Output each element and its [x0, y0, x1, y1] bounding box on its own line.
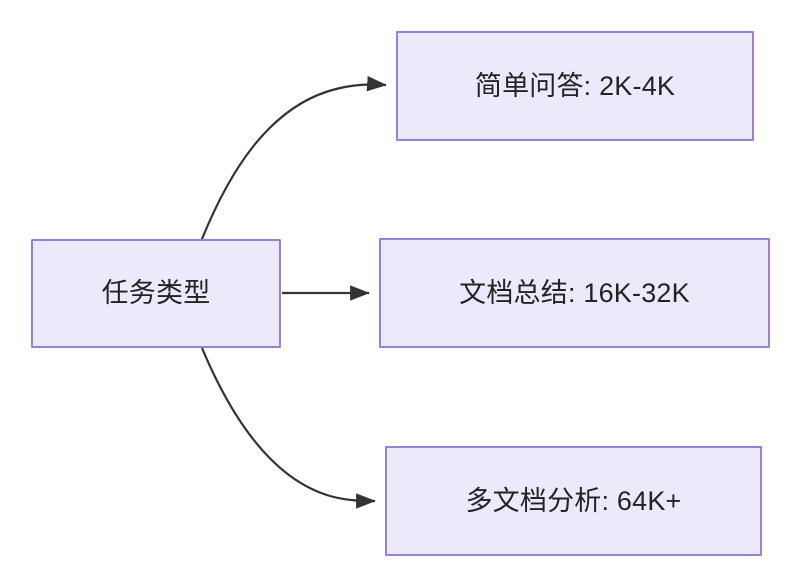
node-label: 多文档分析: 64K+ — [465, 485, 682, 516]
edge-source-to-multidoc — [200, 347, 376, 509]
node-document-summary[interactable]: 文档总结: 16K-32K — [379, 238, 770, 348]
node-simple-qa[interactable]: 简单问答: 2K-4K — [396, 31, 754, 141]
node-multi-document-analysis[interactable]: 多文档分析: 64K+ — [385, 446, 762, 556]
node-task-type[interactable]: 任务类型 — [31, 239, 281, 348]
node-label: 简单问答: 2K-4K — [474, 70, 676, 101]
node-label: 文档总结: 16K-32K — [459, 277, 690, 308]
node-label: 任务类型 — [101, 278, 211, 309]
edge-source-to-simple — [200, 75, 387, 240]
